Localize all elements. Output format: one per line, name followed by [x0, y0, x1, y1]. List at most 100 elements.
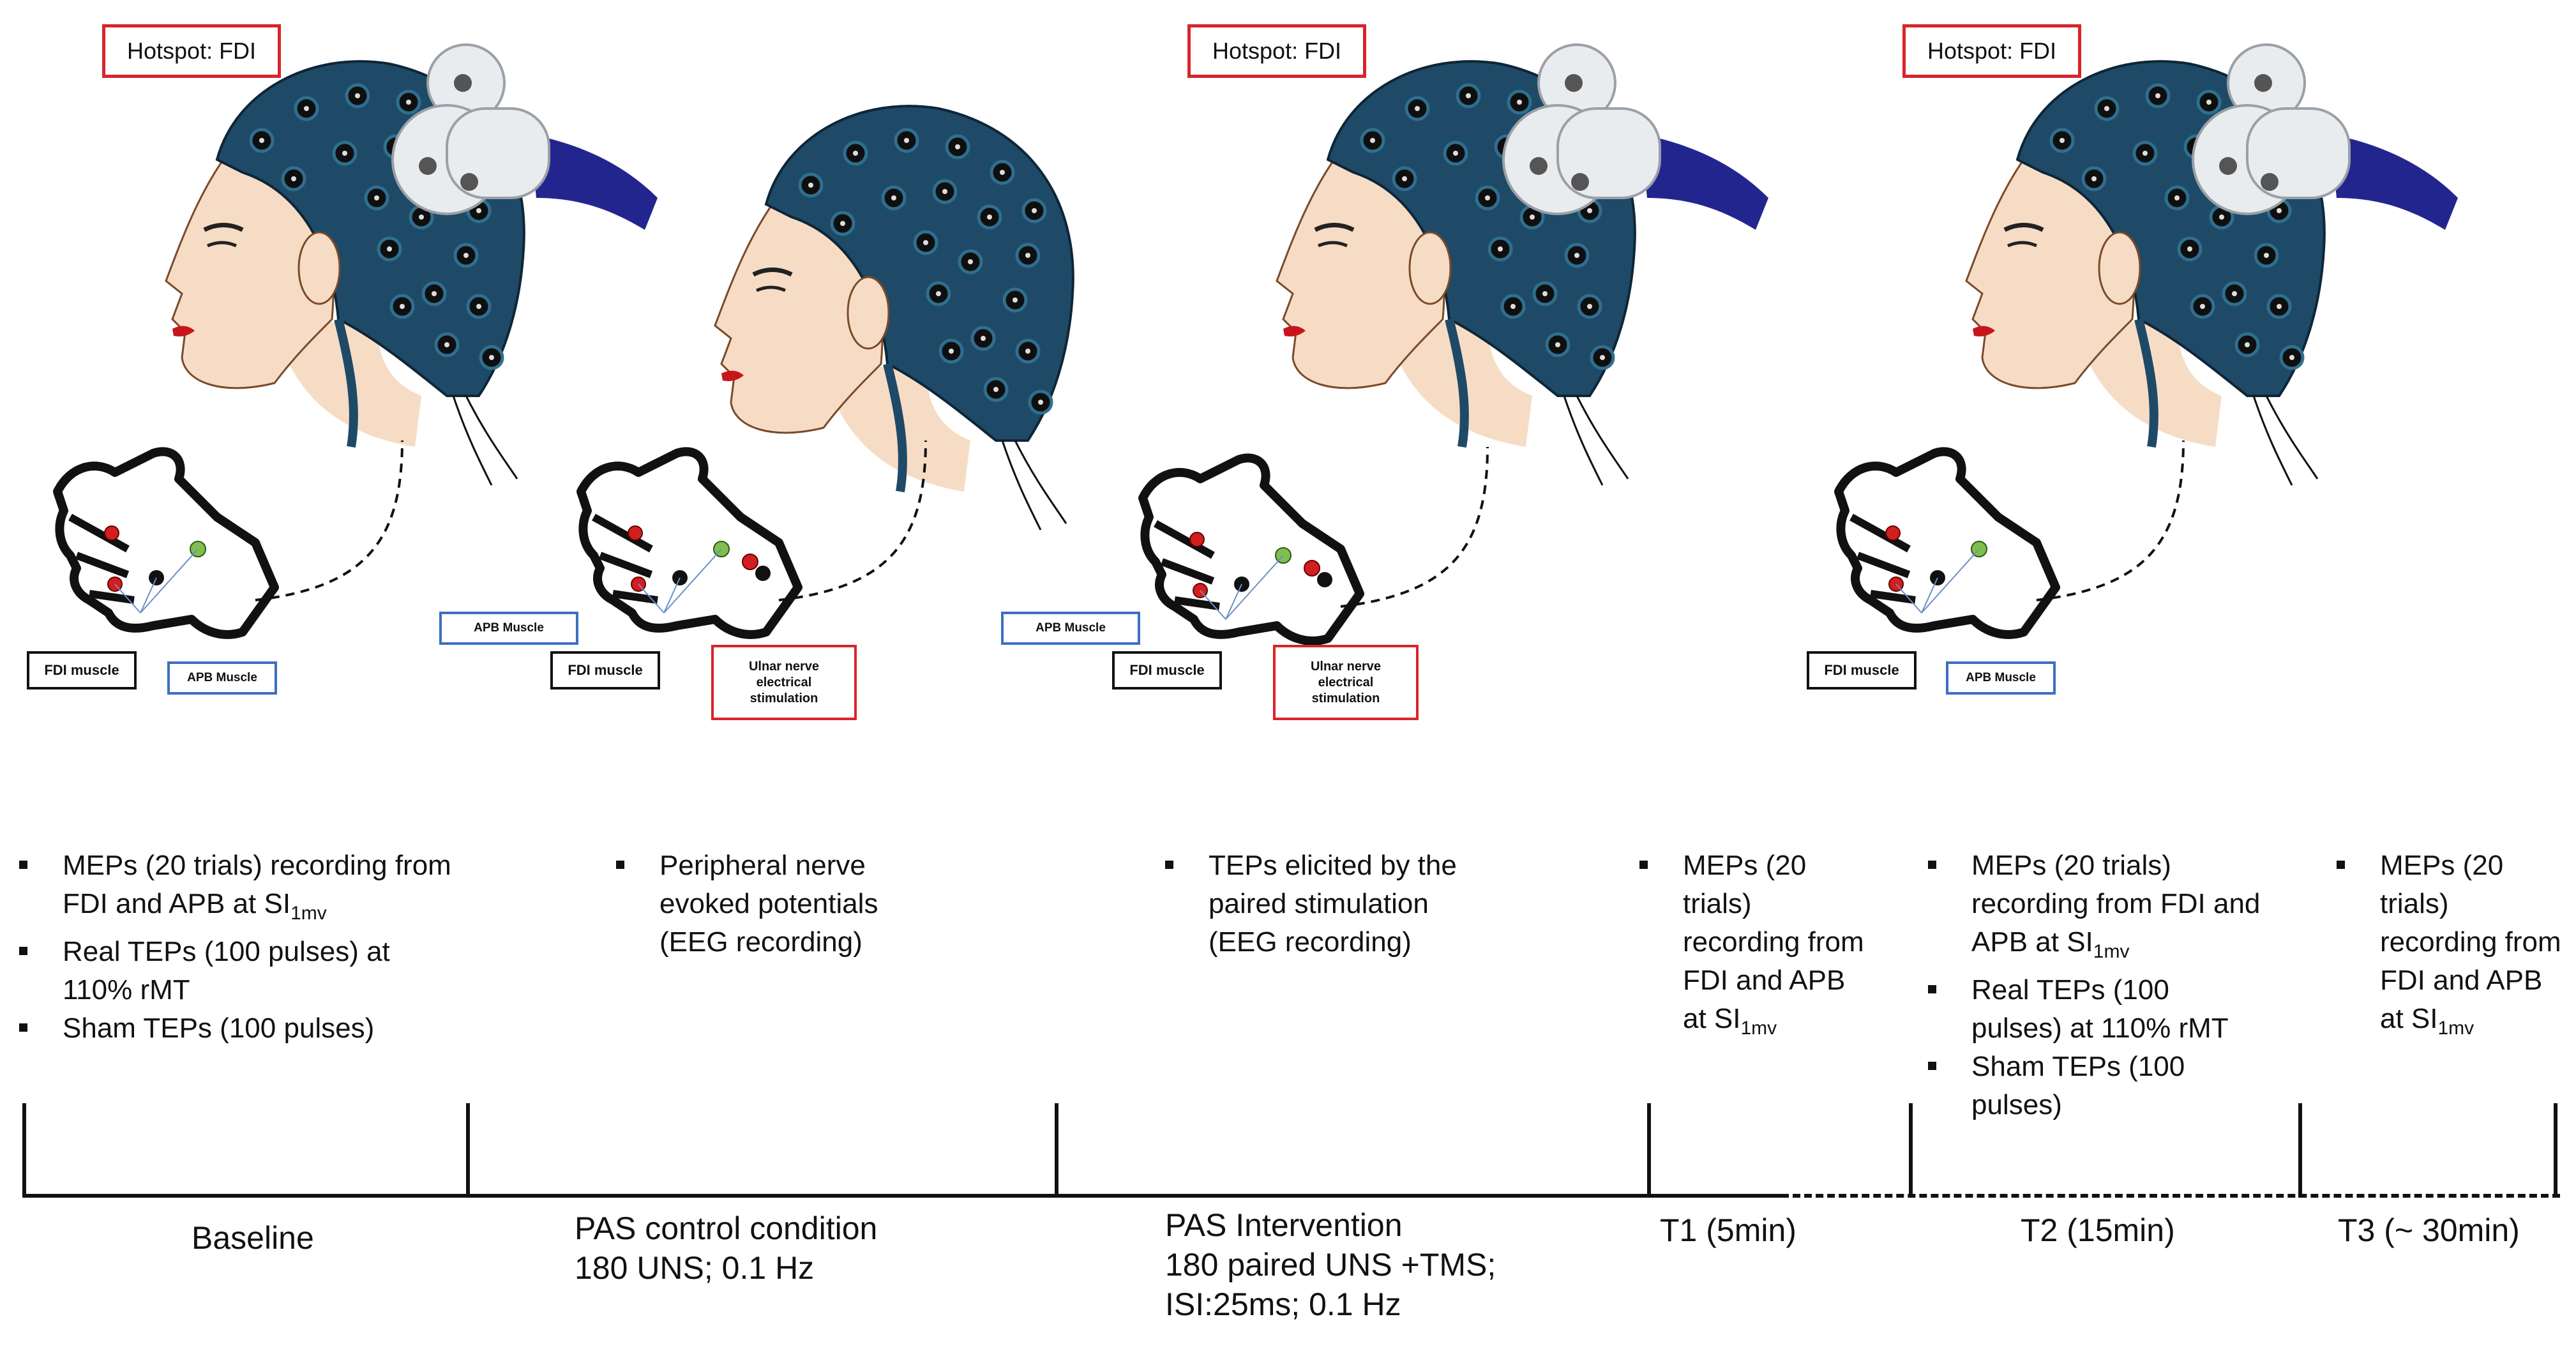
- electrode-center: [2206, 100, 2211, 105]
- finger-lines: [592, 513, 658, 604]
- bullet-text: MEPs (20 trials) recording from FDI and …: [2380, 850, 2561, 1039]
- timeline-axis-dashed: [1781, 1194, 2560, 1198]
- ear-shape: [847, 276, 890, 350]
- electrode-center: [968, 259, 973, 264]
- electrode-center: [1485, 195, 1490, 200]
- electrode-center: [853, 151, 858, 156]
- coil-handle: [1641, 134, 1768, 230]
- coil-hole: [2254, 74, 2272, 92]
- electrode-center: [489, 355, 494, 360]
- fdi-muscle-label: FDI muscle: [27, 651, 137, 690]
- bullet-item: MEPs (20 trials) recording from FDI and …: [1922, 847, 2266, 971]
- cap-wire: [1563, 395, 1604, 486]
- apb-muscle-label: APB Muscle: [1001, 612, 1140, 645]
- bullet-text: Sham TEPs (100 pulses): [63, 1012, 375, 1044]
- bullet-text: Real TEPs (100 pulses) at 110% rMT: [63, 935, 390, 1006]
- lips: [1283, 326, 1306, 336]
- stim-electrode: [1317, 572, 1332, 587]
- cap-wire: [1014, 440, 1067, 524]
- electrode-center: [955, 144, 960, 149]
- bullet-item: TEPs elicited by the paired stimulation …: [1159, 847, 1465, 961]
- cap-strap: [883, 363, 907, 493]
- setup-post-intervention: Hotspot: FDI FDI muscle APB Muscle: [1807, 0, 2458, 734]
- head-with-eeg-cap: [1276, 43, 1768, 486]
- stim-electrode: [1304, 560, 1320, 577]
- electrode-center: [374, 195, 379, 200]
- electrode-center: [1530, 215, 1535, 220]
- electrode-center: [291, 176, 296, 181]
- electrode-center: [2277, 208, 2282, 213]
- setup-pas-control: APB Muscle FDI muscle Ulnar nerve electr…: [439, 0, 1085, 734]
- eyebrow: [1314, 223, 1355, 232]
- electrode-center: [936, 291, 941, 296]
- electrode-center: [1025, 253, 1030, 258]
- coil-hole: [2261, 173, 2278, 191]
- bullet-text: MEPs (20 trials) recording from FDI and …: [1971, 850, 2261, 962]
- ear-shape: [1408, 231, 1452, 305]
- eye: [2007, 241, 2038, 248]
- tms-coil: [1502, 43, 1768, 230]
- timeline-axis: [22, 1194, 1781, 1198]
- electrode-center: [2155, 93, 2160, 98]
- red-electrode: [628, 525, 643, 541]
- electrode-center: [2219, 215, 2224, 220]
- electrode-center: [463, 253, 469, 258]
- bullet-text: Sham TEPs (100 pulses): [1971, 1050, 2185, 1120]
- apb-muscle-label: APB Muscle: [439, 612, 578, 645]
- eyebrow: [2003, 223, 2044, 232]
- cap-wire: [2265, 395, 2319, 479]
- bullet-text: Peripheral nerve evoked potentials (EEG …: [659, 850, 878, 958]
- electrode-center: [1574, 253, 1579, 258]
- t3-label: T3 (~ 30min): [2338, 1212, 2520, 1248]
- bullet-item: Peripheral nerve evoked potentials (EEG …: [610, 847, 942, 961]
- bullet-item: Real TEPs (100 pulses) at 110% rMT: [13, 933, 453, 1009]
- tms-coil: [391, 43, 658, 230]
- pas-intervention-line-3: ISI:25ms; 0.1 Hz: [1165, 1286, 1401, 1322]
- electrode-center: [808, 183, 813, 188]
- t2-label: T2 (15min): [2021, 1212, 2175, 1248]
- pas-intervention-label: PAS Intervention 180 paired UNS +TMS; IS…: [1165, 1205, 1496, 1324]
- coil-hole: [2219, 157, 2237, 175]
- t1-label: T1 (5min): [1660, 1212, 1796, 1248]
- electrode-center: [1013, 298, 1018, 303]
- eye: [207, 241, 237, 248]
- ulnar-nerve-stimulation-label: Ulnar nerve electrical stimulation: [711, 645, 857, 720]
- hand-outline: [576, 447, 802, 639]
- electrode-center: [1587, 208, 1592, 213]
- electrode-center: [476, 208, 481, 213]
- electrode-center: [1517, 100, 1522, 105]
- electrode-center: [2277, 304, 2282, 309]
- pas-control-label: PAS control condition 180 UNS; 0.1 Hz: [575, 1209, 877, 1288]
- ulnar-line-2: electrical: [1318, 675, 1374, 690]
- coil-hole: [1565, 74, 1583, 92]
- ulnar-nerve-stimulation-label: Ulnar nerve electrical stimulation: [1273, 645, 1419, 720]
- electrode-center: [987, 215, 992, 220]
- eyebrow: [203, 223, 244, 232]
- coil-handle: [2330, 134, 2458, 230]
- electrode-center: [259, 138, 264, 143]
- head-with-eeg-cap: [165, 43, 658, 486]
- bullet-item: MEPs (20 trials) recording from FDI and …: [13, 847, 453, 933]
- electrode-wires: [114, 548, 199, 614]
- electrode-center: [923, 240, 928, 245]
- hotspot-label: Hotspot: FDI: [102, 24, 282, 78]
- electrode-center: [476, 304, 481, 309]
- hand-with-electrodes: [576, 440, 927, 639]
- fdi-muscle-label: FDI muscle: [1807, 651, 1917, 690]
- bullet-text: MEPs (20 trials) recording from FDI and …: [63, 850, 451, 924]
- coil-handle: [530, 134, 658, 230]
- electrode-center: [1498, 246, 1503, 252]
- electrode-center: [1038, 400, 1043, 405]
- cap-wire: [465, 395, 518, 479]
- dashed-link: [2036, 440, 2185, 601]
- electrode-center: [1370, 138, 1375, 143]
- bullet-text: MEPs (20 trials) recording from FDI and …: [1683, 850, 1864, 1039]
- pas-control-line-2: 180 UNS; 0.1 Hz: [575, 1250, 815, 1286]
- electrode-center: [949, 349, 954, 354]
- electrode-center: [400, 304, 405, 309]
- hand-outline: [53, 447, 279, 639]
- red-electrode: [1189, 532, 1205, 547]
- electrode-center: [444, 342, 449, 347]
- setup-baseline: Hotspot: FDI FDI muscle APB Muscle: [0, 0, 658, 734]
- t2-bullets: MEPs (20 trials) recording from FDI and …: [1922, 847, 2266, 1124]
